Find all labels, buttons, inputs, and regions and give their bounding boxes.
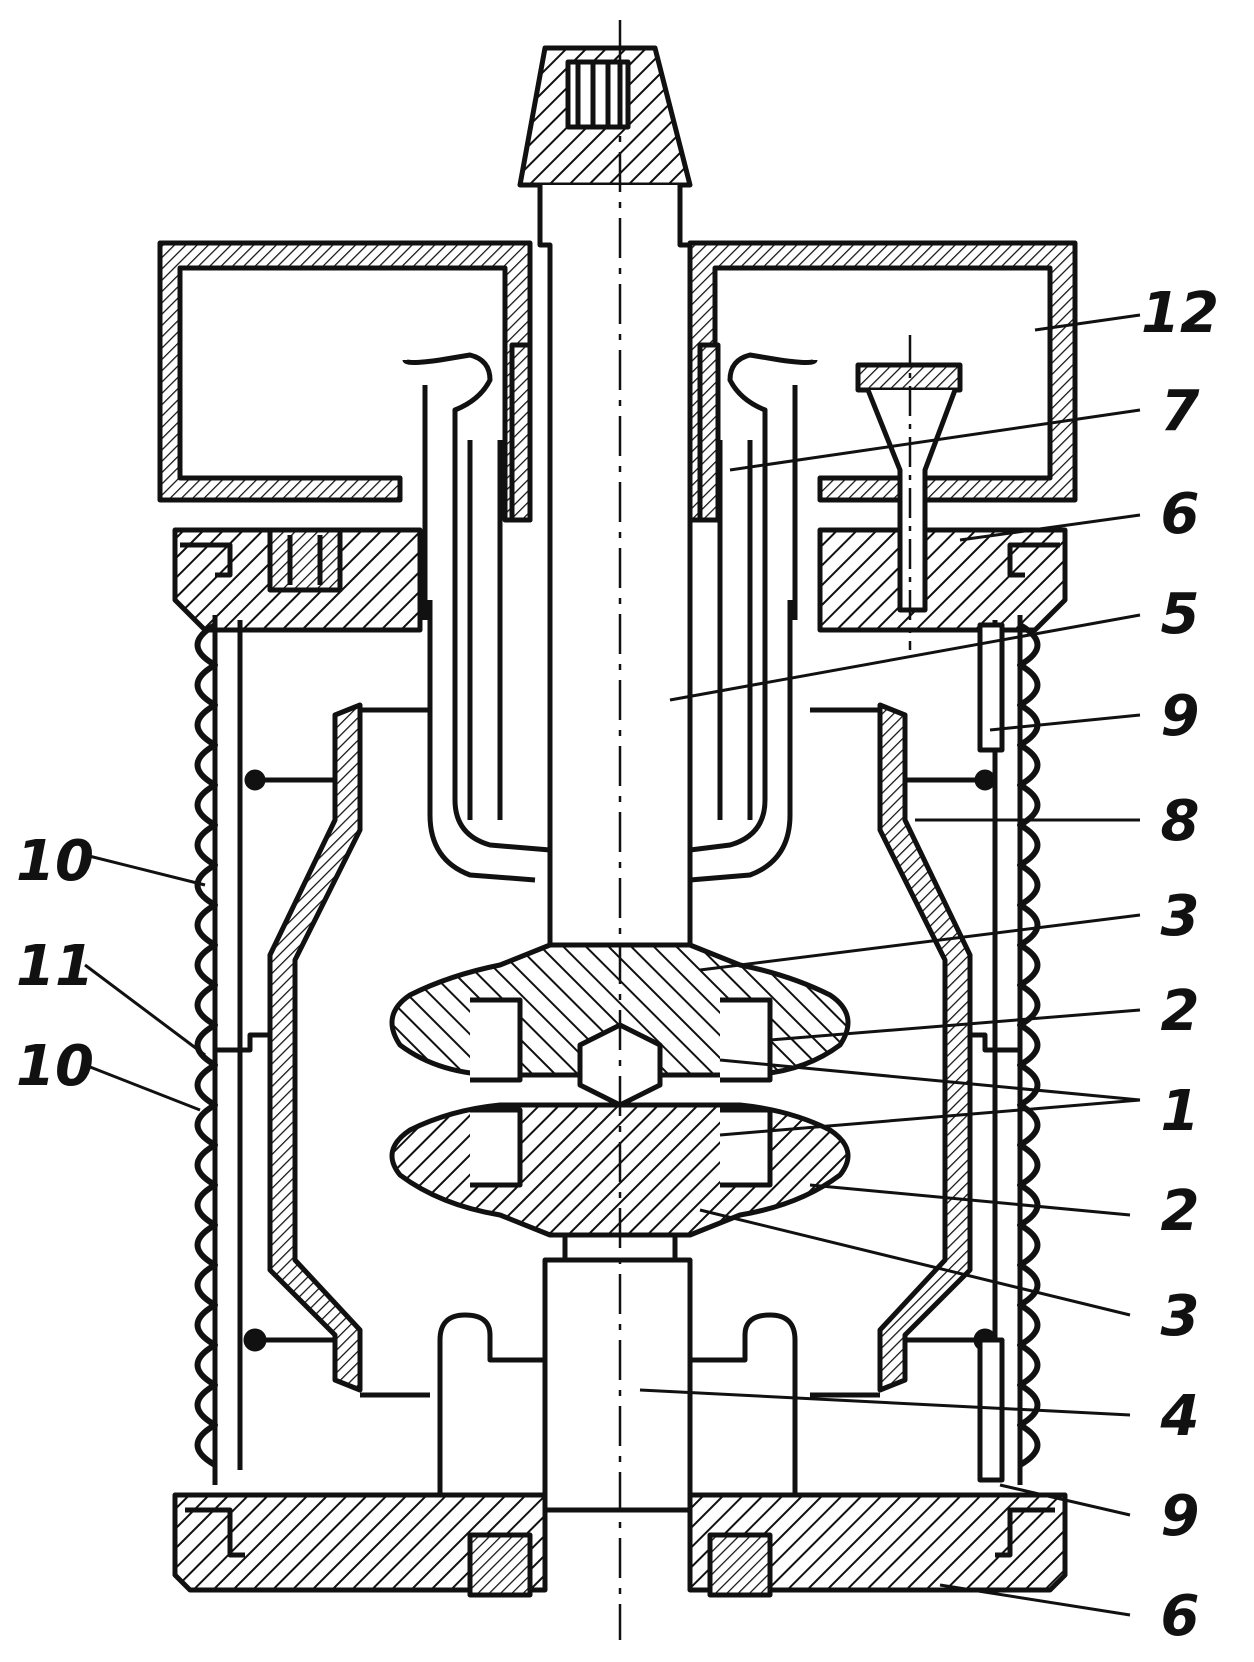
- callout-3-upper: 3: [1161, 884, 1200, 949]
- callout-10-upper: 10: [16, 829, 94, 894]
- leader-line: [699, 1208, 1131, 1317]
- callout-labels: 12 7 6 5 9 8 3 2 1 2 3 4 9 6 10 11 10: [16, 281, 1219, 1649]
- leader-line: [959, 513, 1141, 542]
- leader-line: [1034, 313, 1141, 332]
- callout-10-lower: 10: [16, 1034, 94, 1099]
- leader-line: [769, 1008, 1141, 1042]
- callout-2-lower: 2: [1161, 1179, 1200, 1244]
- leader-line: [989, 713, 1141, 732]
- callout-9-lower: 9: [1161, 1484, 1200, 1549]
- leader-line: [999, 1483, 1131, 1517]
- leader-line: [84, 1063, 201, 1112]
- leader-line: [939, 1583, 1131, 1617]
- leader-line: [84, 853, 206, 887]
- callout-9-upper: 9: [1161, 684, 1200, 749]
- upper-end-flange: [172, 527, 1068, 633]
- support-rods: [243, 622, 1005, 1483]
- leader-line: [719, 1098, 1141, 1137]
- guide-sleeve-and-bellows: [402, 352, 818, 883]
- leader-line: [809, 1183, 1131, 1217]
- callout-4: 4: [1160, 1384, 1200, 1449]
- leader-line: [669, 613, 1141, 702]
- callout-8: 8: [1161, 789, 1200, 854]
- callout-1: 1: [1161, 1079, 1200, 1144]
- leader-line: [699, 913, 1141, 972]
- fixed-contact-stem: [437, 1257, 798, 1513]
- callout-12: 12: [1141, 281, 1219, 346]
- callout-7: 7: [1161, 379, 1200, 444]
- leader-line: [84, 963, 206, 1057]
- mid-seal-ring: [215, 1032, 1020, 1053]
- top-terminal-cap: [517, 45, 693, 188]
- lower-end-flange: [172, 1492, 1068, 1598]
- callout-6-upper: 6: [1161, 482, 1200, 547]
- callout-leaders: [84, 313, 1141, 1617]
- leader-line: [729, 408, 1141, 472]
- moving-contact-stem: [509, 185, 721, 948]
- evacuation-valve: [855, 362, 963, 613]
- callout-5: 5: [1161, 582, 1200, 647]
- callout-2-upper: 2: [1161, 979, 1200, 1044]
- arc-shield: [267, 702, 973, 1398]
- callout-3-lower: 3: [1161, 1284, 1200, 1349]
- callout-11: 11: [16, 934, 94, 999]
- callout-6-lower: 6: [1161, 1584, 1200, 1649]
- leader-line: [639, 1388, 1131, 1417]
- leader-line: [719, 1058, 1141, 1102]
